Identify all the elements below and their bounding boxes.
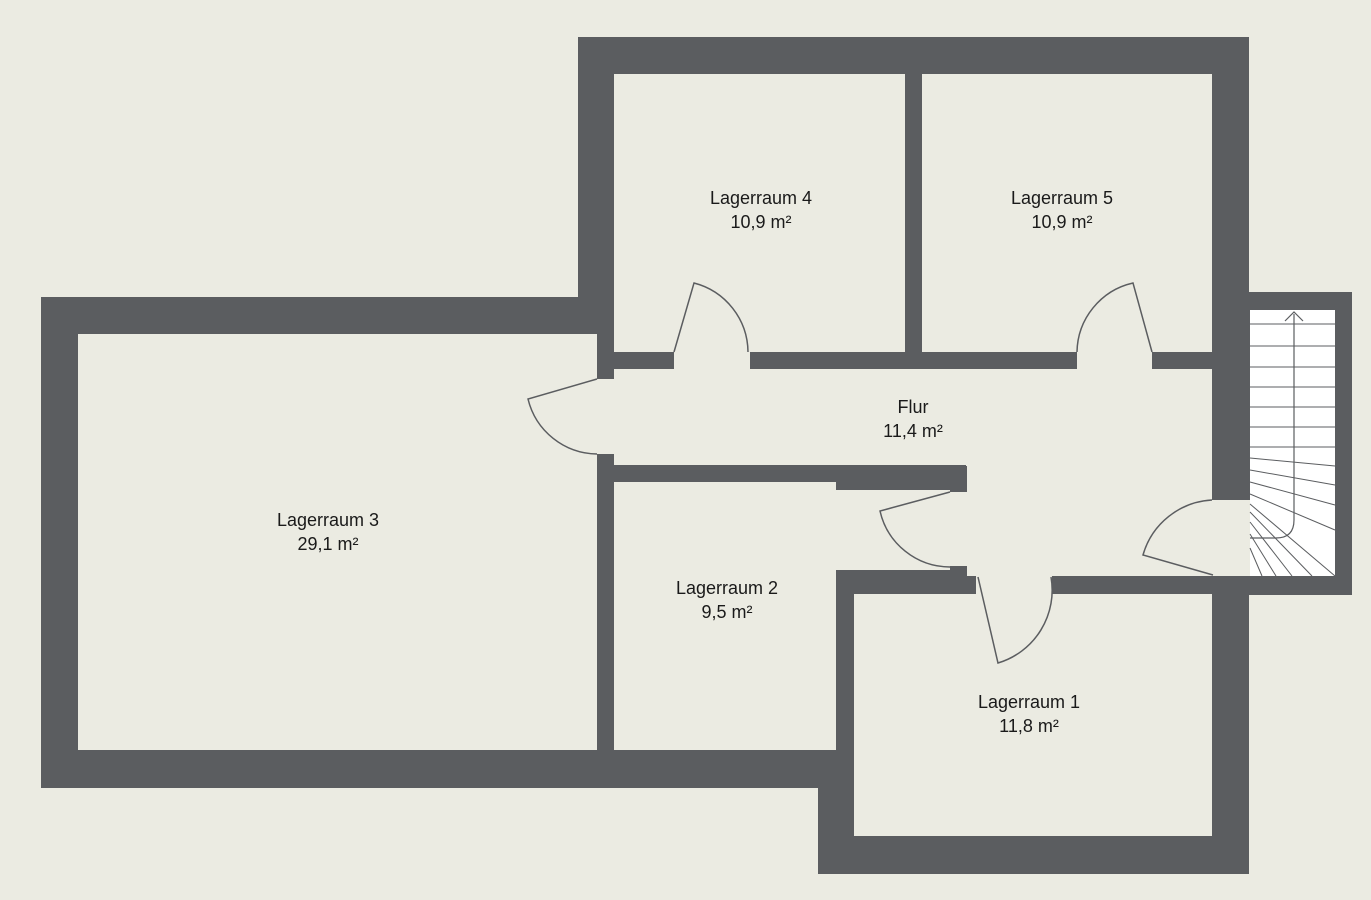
door-opening-lagerraum-1 — [976, 575, 1052, 595]
door-opening-stair — [1211, 500, 1251, 576]
door-swing-stair — [1142, 499, 1214, 576]
door-swing-lagerraum-1 — [977, 576, 1053, 664]
door-opening-lagerraum-2 — [835, 490, 967, 570]
floor-lagerraum-3 — [78, 334, 597, 750]
floor-lagerraum-4 — [614, 74, 905, 352]
door-swing-lagerraum-5 — [1076, 282, 1153, 353]
door-swing-lagerraum-4 — [673, 282, 749, 353]
door-opening-lagerraum-5 — [1077, 351, 1152, 370]
floor-lagerraum-1 — [854, 594, 1212, 836]
stair-treads — [1249, 323, 1336, 577]
room-area-lagerraum-4: 10,9 m² — [730, 212, 791, 232]
room-area-lagerraum-1: 11,8 m² — [999, 716, 1059, 736]
floor-flur-hall — [966, 369, 1212, 576]
room-area-lagerraum-2: 9,5 m² — [701, 602, 752, 622]
stair-area — [1250, 310, 1335, 576]
jamb-flur-hall — [950, 466, 967, 492]
room-area-lagerraum-3: 29,1 m² — [297, 534, 358, 554]
room-name-lagerraum-4: Lagerraum 4 — [710, 188, 812, 208]
room-area-lagerraum-5: 10,9 m² — [1031, 212, 1092, 232]
room-name-lagerraum-3: Lagerraum 3 — [277, 510, 379, 530]
door-swing-lagerraum-3 — [527, 378, 598, 455]
room-labels: Lagerraum 4 10,9 m² Lagerraum 5 10,9 m² … — [277, 188, 1113, 736]
door-swing-lagerraum-2 — [879, 491, 951, 568]
door-swings — [527, 282, 1214, 664]
room-name-lagerraum-1: Lagerraum 1 — [978, 692, 1080, 712]
door-openings — [596, 351, 1251, 595]
room-name-flur: Flur — [898, 397, 929, 417]
staircase-up-arrow-icon — [1250, 311, 1304, 539]
door-opening-lagerraum-4 — [674, 351, 750, 370]
wall-jambs — [950, 466, 967, 578]
staircase — [1249, 310, 1336, 577]
floor-lagerraum-2 — [614, 482, 836, 750]
room-name-lagerraum-2: Lagerraum 2 — [676, 578, 778, 598]
door-opening-lagerraum-3 — [596, 379, 615, 454]
room-name-lagerraum-5: Lagerraum 5 — [1011, 188, 1113, 208]
floors — [78, 74, 1212, 836]
jamb-flur-bottom — [950, 566, 967, 578]
room-area-flur: 11,4 m² — [883, 421, 943, 441]
floor-lagerraum-5 — [922, 74, 1212, 352]
